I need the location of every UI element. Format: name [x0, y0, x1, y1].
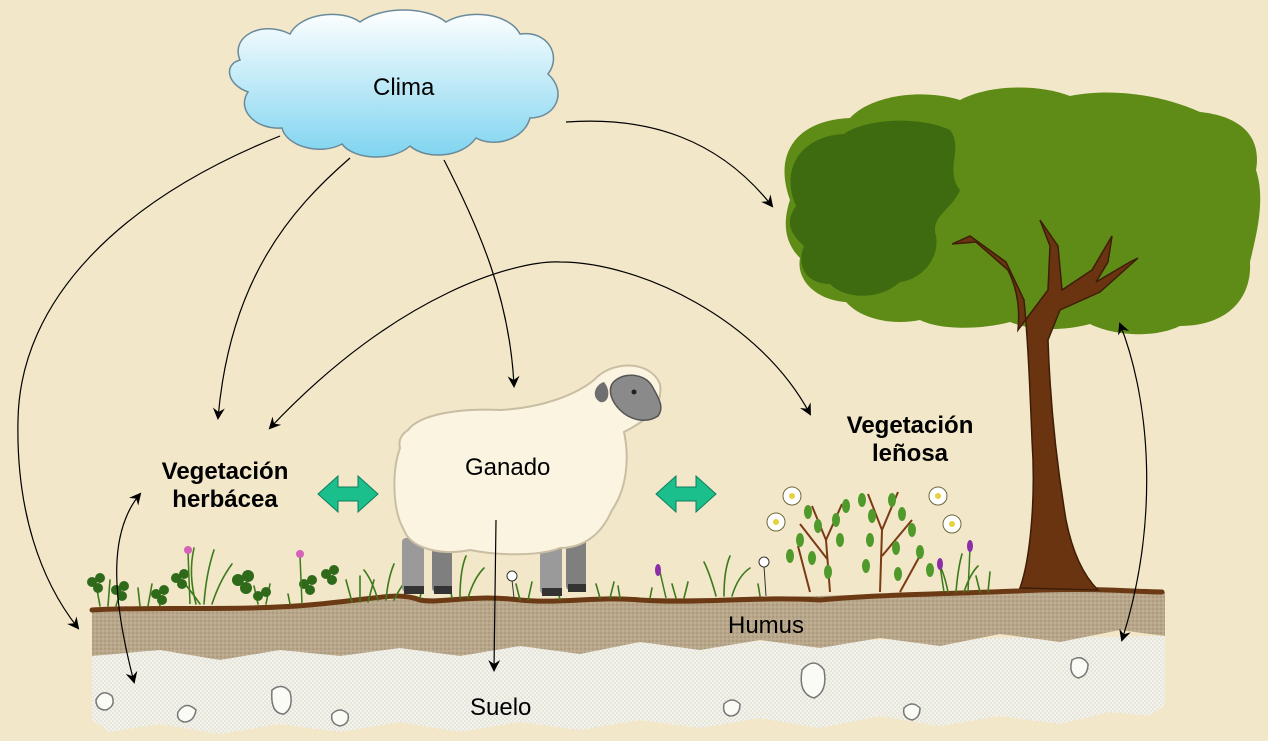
humus-layer	[92, 590, 1165, 660]
arrow-ganado-to-suelo	[488, 519, 501, 672]
label-vegetacion-lenosa: Vegetación leñosa	[835, 412, 985, 469]
arrow-suelo-herbacea	[116, 492, 142, 684]
ground-line	[89, 586, 1165, 613]
soil-layer	[92, 636, 1165, 734]
arrow-clima-to-arbol	[565, 120, 774, 208]
double-arrow-icon	[317, 474, 717, 514]
arrow-clima-to-ganado	[443, 159, 520, 388]
label-vegetacion-herbacea: Vegetación herbácea	[150, 458, 300, 515]
stone-icon	[95, 657, 1089, 727]
shrub-icon	[766, 486, 962, 593]
arrow-clima-to-suelo	[17, 135, 281, 630]
label-ganado: Ganado	[465, 454, 551, 481]
arrow-lenosa-herbacea	[268, 261, 811, 430]
flower-icon	[184, 540, 973, 605]
tree-icon	[784, 87, 1261, 591]
label-vegetacion-herbacea-line1: Vegetación	[161, 458, 289, 485]
cloud-icon	[228, 9, 559, 158]
label-clima: Clima	[373, 74, 435, 101]
label-humus: Humus	[728, 612, 805, 639]
label-suelo: Suelo	[470, 694, 532, 721]
influence-arrows	[17, 120, 1148, 684]
label-vegetacion-lenosa-line1: Vegetación	[846, 412, 974, 439]
clover-icon	[87, 565, 339, 605]
arrow-suelo-arbol	[1118, 322, 1148, 642]
arrow-clima-to-herbacea	[212, 157, 351, 420]
label-vegetacion-lenosa-line2: leñosa	[871, 440, 949, 468]
label-vegetacion-herbacea-line2: herbácea	[172, 486, 278, 514]
